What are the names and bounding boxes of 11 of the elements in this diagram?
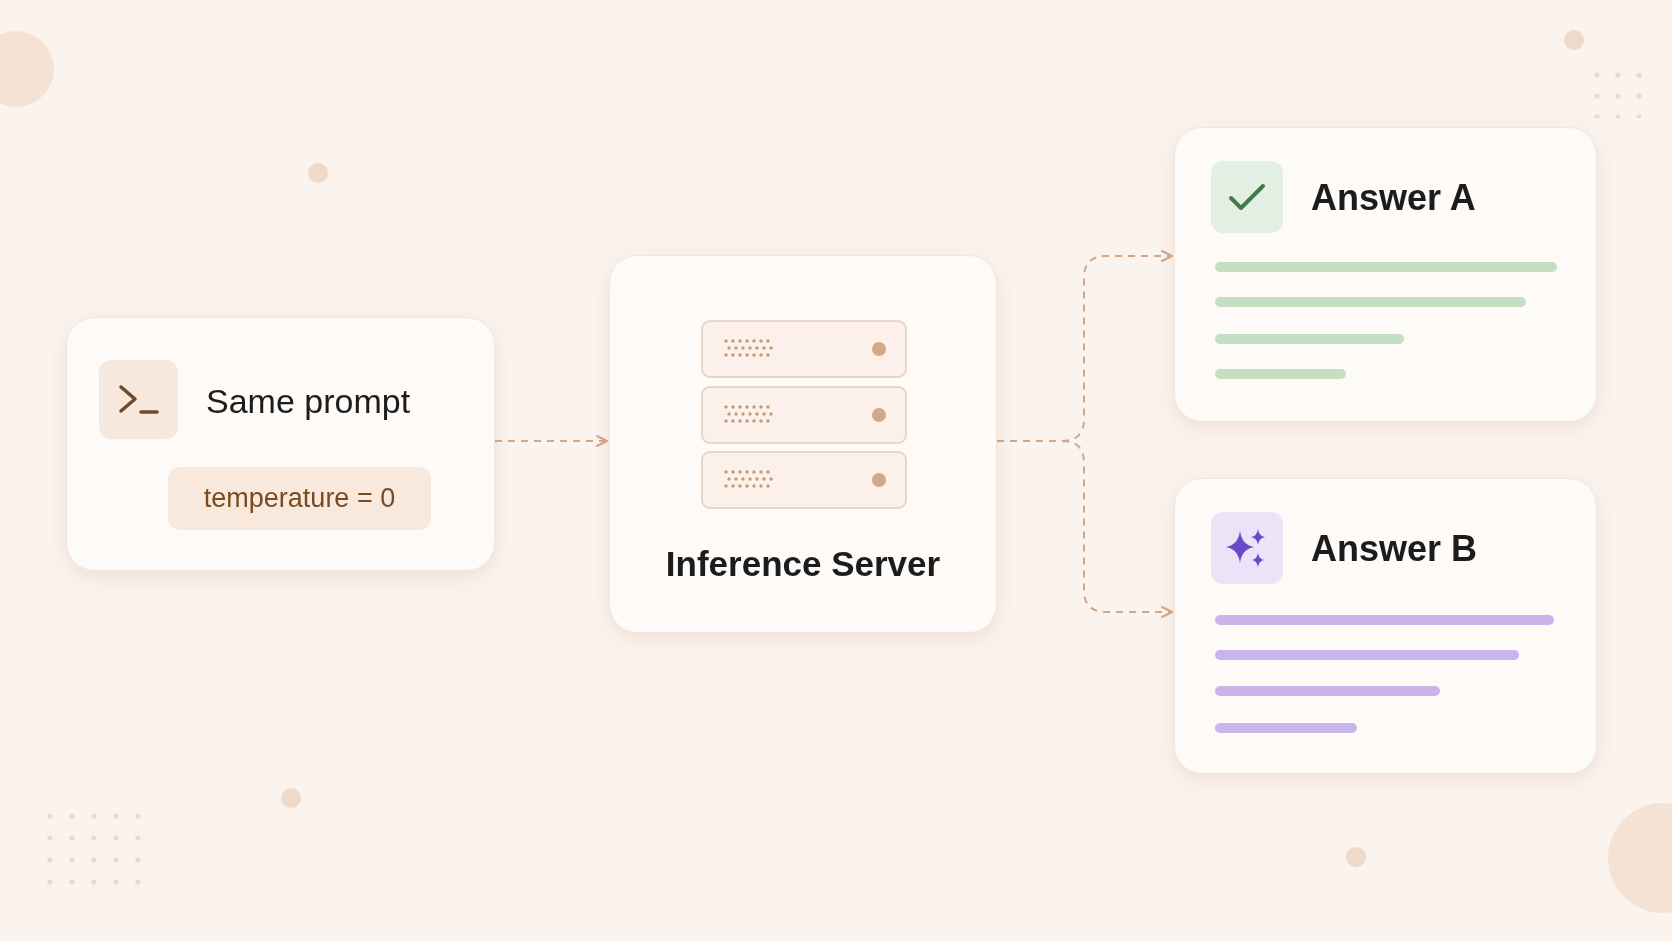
answer-card [1174, 478, 1597, 774]
card-title: Same prompt [206, 381, 411, 422]
prompt-card [66, 317, 495, 571]
card-title: Inference Server [664, 543, 942, 585]
dashed-arrow [996, 440, 1173, 618]
card-title: Answer A [1311, 176, 1476, 220]
parameter-chip: temperature = 0 [168, 467, 431, 530]
answer-card [1174, 127, 1597, 422]
dashed-arrow [494, 435, 608, 447]
card-title: Answer B [1311, 527, 1478, 571]
server-card [609, 255, 997, 633]
